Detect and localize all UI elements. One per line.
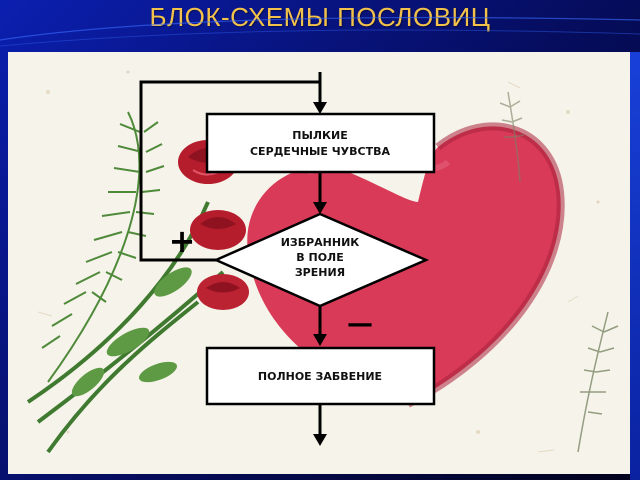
- paper-texture: [37, 70, 600, 453]
- decision-line2: В ПОЛЕ: [296, 251, 343, 264]
- decision-line1: ИЗБРАННИК: [281, 236, 360, 249]
- rose-middle: [190, 210, 246, 250]
- rose-leaves: [71, 267, 192, 397]
- picture-canvas: ПЫЛКИЕ СЕРДЕЧНЫЕ ЧУВСТВА ИЗБРАННИК В ПОЛ…: [26, 70, 619, 454]
- process-box-feelings: [205, 112, 436, 174]
- flowchart: ПЫЛКИЕ СЕРДЕЧНЫЕ ЧУВСТВА ИЗБРАННИК В ПОЛ…: [139, 72, 436, 446]
- yes-sign: +: [169, 222, 196, 260]
- no-sign: —: [347, 309, 373, 339]
- rose-lower: [197, 274, 249, 310]
- fern-right: [577, 311, 619, 453]
- decision-line3: ЗРЕНИЯ: [295, 266, 345, 279]
- process-box-feelings-line1: ПЫЛКИЕ: [292, 129, 347, 142]
- fern-top-right: [499, 91, 525, 183]
- slide-picture: ПЫЛКИЕ СЕРДЕЧНЫЕ ЧУВСТВА ИЗБРАННИК В ПОЛ…: [8, 52, 630, 474]
- process-box-oblivion: [205, 346, 436, 406]
- slide-title: БЛОК-СХЕМЫ ПОСЛОВИЦ: [149, 2, 491, 32]
- fern-leaf: [41, 111, 165, 383]
- process-box-oblivion-label: ПОЛНОЕ ЗАБВЕНИЕ: [258, 370, 382, 383]
- loop-back-line: [139, 80, 320, 262]
- slide-right-edge: [630, 52, 640, 480]
- process-box-feelings-line2: СЕРДЕЧНЫЕ ЧУВСТВА: [250, 145, 391, 158]
